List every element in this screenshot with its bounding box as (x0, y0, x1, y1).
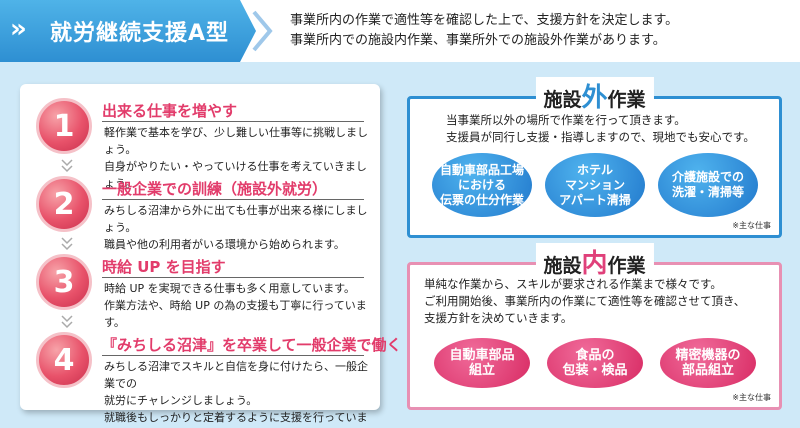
header: » 就労継続支援A型 事業所内の作業で適性等を確認した上で、支援方針を決定します… (0, 0, 800, 62)
step-description: 時給 UP を実現できる仕事も多く用意しています。 作業方法や、時給 UP の為… (104, 280, 374, 331)
oval-line: 部品組立 (681, 363, 734, 378)
step-number-badge: 4 (36, 332, 92, 388)
title-band (0, 0, 256, 62)
oval-line: アパート清掃 (559, 192, 631, 207)
oval-line: 洗濯・清掃等 (671, 185, 744, 199)
oval-line: 自動車部品 (449, 348, 515, 363)
job-oval: 食品の 包装・検品 (547, 338, 643, 388)
title-accent: 内 (581, 249, 608, 279)
desc-line: 支援方針を決めていきます。 (424, 311, 573, 325)
desc-line: 支援員が同行し支援・指導しますので、現地でも安心です。 (446, 130, 755, 144)
step-description: みちしる沼津でスキルと自信を身に付けたら、一般企業での 就労にチャレンジしましょ… (104, 358, 374, 428)
step-description: みちしる沼津から外に出ても仕事が出来る様にしましょう。 職員や他の利用者がいる環… (104, 202, 374, 253)
job-oval: ホテル マンション アパート清掃 (545, 153, 645, 217)
step-line: 作業方法や、時給 UP の為の支援も丁寧に行っています。 (104, 299, 367, 329)
step-line: 就職後もしっかりと定着するように支援を行っています。 (104, 411, 368, 424)
step-number-badge: 1 (36, 98, 92, 154)
divider (102, 121, 364, 122)
title-part: 作業 (607, 255, 646, 277)
job-oval: 介護施設での 洗濯・清掃等 (658, 153, 758, 217)
step-line: 自身がやりたい・やっていける仕事を考えていきましょう。 (104, 160, 367, 190)
oval-line: 自動車部品工場 (439, 162, 524, 177)
page-title: 就労継続支援A型 (50, 21, 230, 46)
chevron-down-icon (61, 159, 73, 173)
intro-line: 事業所内での施設内作業、事業所外での施設外作業があります。 (290, 33, 666, 48)
title-part: 施設 (543, 89, 582, 111)
step-title: 出来る仕事を増やす (102, 102, 238, 120)
title-part: 作業 (607, 89, 646, 111)
job-oval: 自動車部品 組立 (434, 338, 530, 388)
desc-line: 単純な作業から、スキルが要求される作業まで様々です。 (424, 277, 722, 291)
step-line: 軽作業で基本を学び、少し難しい仕事等に挑戦しましょう。 (104, 126, 368, 156)
oval-line: ホテル (576, 162, 613, 177)
divider (102, 277, 364, 278)
title-part: 施設 (543, 255, 582, 277)
desc-line: ご利用開始後、事業所内の作業にて適性等を確認させて頂き、 (424, 294, 746, 308)
note-text: ※主な仕事 (732, 393, 771, 402)
oval-line: 包装・検品 (562, 363, 628, 378)
note-text: ※主な仕事 (732, 221, 771, 230)
divider (102, 355, 364, 356)
panel-title: 施設内作業 (535, 243, 654, 280)
step-title: 一般企業での訓練（施設外就労） (102, 180, 328, 198)
step-number-badge: 2 (36, 176, 92, 232)
panel-title: 施設外作業 (535, 77, 654, 114)
oval-line: 精密機器の (675, 348, 741, 363)
step-line: 就労にチャレンジしましょう。 (104, 394, 258, 407)
oval-line: 介護施設での (671, 170, 744, 184)
step-line: 職員や他の利用者がいる環境から始められます。 (104, 238, 345, 251)
step-line: 時給 UP を実現できる仕事も多く用意しています。 (104, 282, 356, 295)
oval-line: 伝票の仕分作業 (439, 192, 524, 207)
chevron-down-icon (61, 315, 73, 329)
job-oval: 自動車部品工場 における 伝票の仕分作業 (432, 153, 532, 217)
oval-line: マンション (564, 177, 625, 192)
oval-line: 食品の (575, 348, 615, 363)
steps-panel: 1 出来る仕事を増やす 軽作業で基本を学び、少し難しい仕事等に挑戦しましょう。 … (20, 84, 402, 424)
step-title: 『みちしる沼津』を卒業して一般企業で働く (102, 336, 402, 354)
step-description: 軽作業で基本を学び、少し難しい仕事等に挑戦しましょう。 自身がやりたい・やってい… (104, 124, 374, 192)
inside-work-panel: 施設内作業 単純な作業から、スキルが要求される作業まで様々です。 ご利用開始後、… (407, 243, 782, 410)
main-area: 1 出来る仕事を増やす 軽作業で基本を学び、少し難しい仕事等に挑戦しましょう。 … (0, 62, 800, 428)
oval-line: における (457, 177, 506, 192)
intro-line: 事業所内の作業で適性等を確認した上で、支援方針を決定します。 (290, 13, 679, 28)
job-oval: 精密機器の 部品組立 (660, 338, 756, 388)
title-accent: 外 (581, 83, 608, 113)
double-chevron-icon: » (10, 14, 27, 44)
step-number-badge: 3 (36, 254, 92, 310)
panel-description: 当事業所以外の場所で作業を行って頂きます。 支援員が同行し支援・指導しますので、… (446, 112, 755, 146)
chevron-down-icon (61, 237, 73, 251)
intro-text: 事業所内の作業で適性等を確認した上で、支援方針を決定します。 事業所内での施設内… (290, 11, 678, 51)
panel-description: 単純な作業から、スキルが要求される作業まで様々です。 ご利用開始後、事業所内の作… (424, 276, 745, 327)
divider (102, 199, 364, 200)
oval-line: 組立 (468, 363, 495, 378)
step-line: みちしる沼津でスキルと自信を身に付けたら、一般企業での (104, 360, 368, 390)
chevron-right-icon (252, 10, 273, 52)
step-line: みちしる沼津から外に出ても仕事が出来る様にしましょう。 (104, 204, 368, 234)
step-title: 時給 UP を目指す (102, 258, 226, 276)
desc-line: 当事業所以外の場所で作業を行って頂きます。 (446, 113, 686, 127)
outside-work-panel: 施設外作業 当事業所以外の場所で作業を行って頂きます。 支援員が同行し支援・指導… (407, 77, 782, 238)
